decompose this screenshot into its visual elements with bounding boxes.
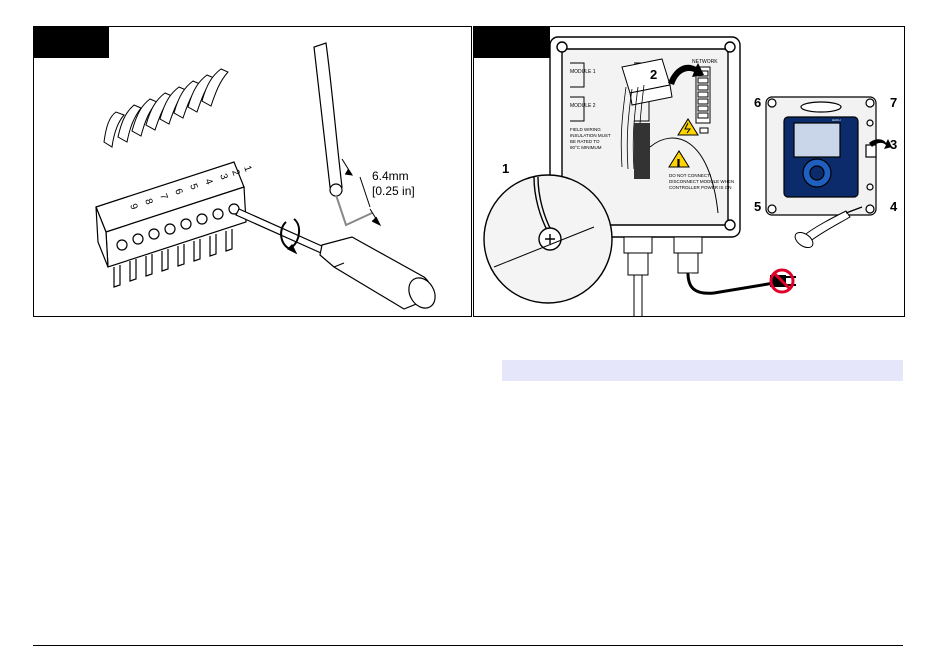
figure-panel-wiring-terminal: 9 8 7 6 5 4 3 2 1 (33, 26, 472, 317)
svg-text:!: ! (677, 158, 680, 168)
strip-length-in: [0.25 in] (372, 184, 415, 198)
module-2-label: MODULE 2 (570, 103, 596, 109)
cable-glands (624, 237, 774, 316)
svg-text:INSULATION MUST: INSULATION MUST (570, 133, 611, 138)
svg-text:BE RATED TO: BE RATED TO (570, 139, 600, 144)
callout-6: 6 (754, 95, 761, 110)
svg-text:FIELD WIRING: FIELD WIRING (570, 127, 601, 132)
stripped-wire (314, 43, 372, 225)
module-install-illustration: MODULE 1 MODULE 2 NETWORK (474, 27, 904, 316)
terminal-block (96, 162, 246, 287)
svg-text:DISCONNECT MODULE WHEN: DISCONNECT MODULE WHEN (669, 179, 734, 184)
cable-channel (634, 123, 650, 179)
callout-3: 3 (890, 137, 897, 152)
strip-length-mm: 6.4mm (372, 169, 409, 183)
ground-screw-detail (484, 175, 612, 303)
module-1-label: MODULE 1 (570, 69, 596, 75)
figure-panel-module-install: MODULE 1 MODULE 2 NETWORK (473, 26, 905, 317)
callout-5: 5 (754, 199, 761, 214)
wire-bundle (104, 69, 228, 147)
svg-text:80°C MINIMUM: 80°C MINIMUM (570, 145, 602, 150)
network-label: NETWORK (692, 59, 718, 65)
svg-text:DO NOT CONNECT!: DO NOT CONNECT! (669, 173, 711, 178)
footer-divider (33, 645, 903, 646)
terminal-wiring-illustration: 9 8 7 6 5 4 3 2 1 (34, 27, 471, 316)
terminal-label-1: 1 (241, 164, 253, 173)
device-badge: HACH (832, 118, 841, 122)
callout-7: 7 (890, 95, 897, 110)
callout-1: 1 (502, 161, 509, 176)
callout-2: 2 (650, 67, 657, 82)
callout-4: 4 (890, 199, 898, 214)
section-heading-bar (502, 360, 903, 381)
network-terminal (696, 67, 710, 133)
svg-text:CONTROLLER POWER IS ON: CONTROLLER POWER IS ON (669, 185, 732, 190)
no-power-icon (770, 270, 796, 292)
screwdriver-icon (236, 209, 440, 313)
controller-front (766, 97, 876, 215)
